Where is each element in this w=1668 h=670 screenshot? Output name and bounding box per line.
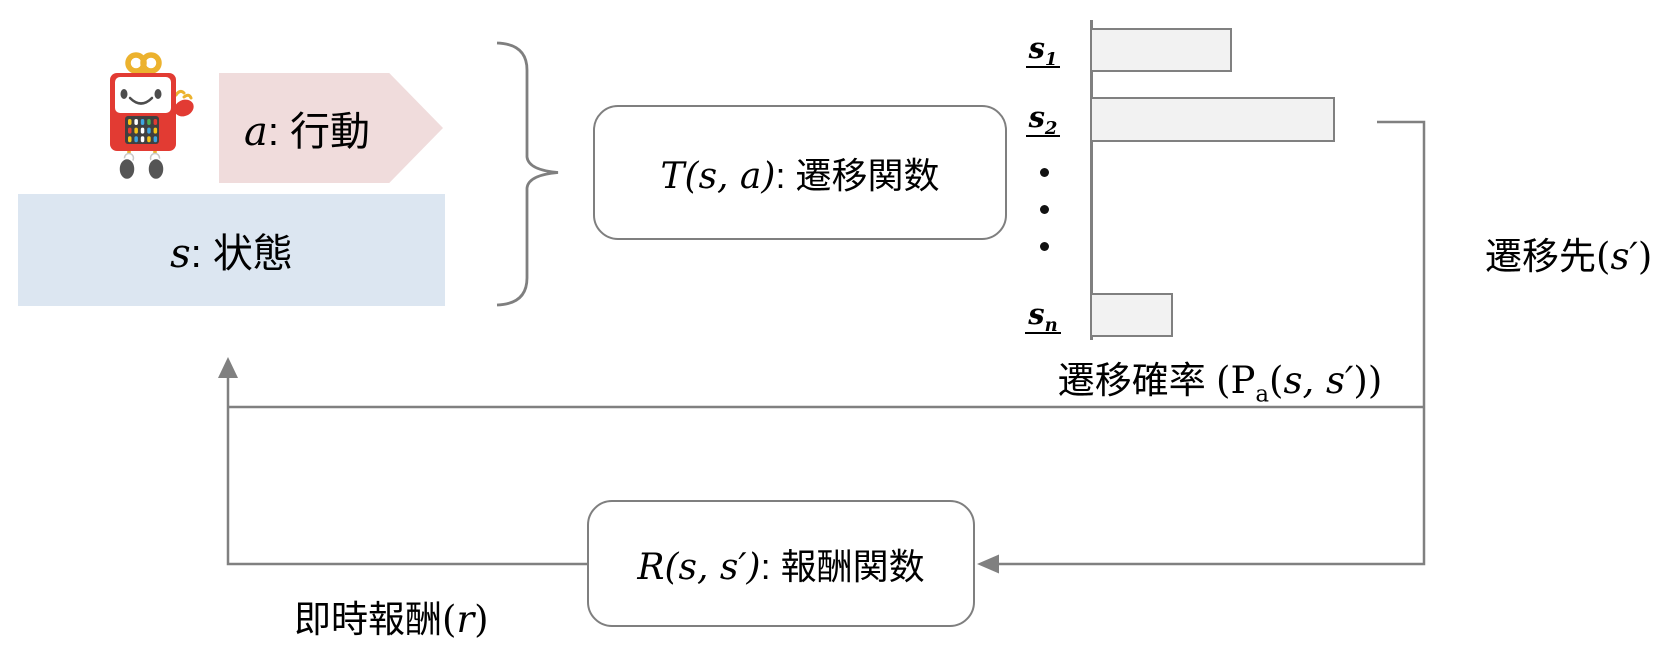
bar-chart-axis	[1090, 20, 1093, 340]
state-label: s: 状態	[170, 231, 293, 277]
curly-brace	[496, 41, 559, 307]
transition-destination-line	[999, 120, 1426, 566]
bar-label-s1: s1	[1020, 31, 1066, 70]
action-arrow: a: 行動	[219, 73, 443, 183]
vertical-ellipsis-dot	[1040, 168, 1049, 177]
transition-function-label: T(s, a): 遷移関数	[660, 154, 940, 197]
bar-label-s2: s2	[1020, 100, 1066, 139]
probability-bar-sn	[1090, 293, 1173, 337]
probability-bar-s2	[1090, 97, 1335, 142]
transition-probability-label: 遷移確率 (Pa(s, s′))	[1057, 359, 1383, 408]
robot-agent-icon	[110, 52, 194, 180]
reward-feedback-line	[226, 377, 587, 566]
vertical-ellipsis-dot	[1040, 242, 1049, 251]
reward-function-label: R(s, s′): 報酬関数	[637, 545, 925, 588]
action-label: a: 行動	[243, 109, 371, 155]
bar-label-sn: sn	[1020, 297, 1066, 336]
immediate-reward-label: 即時報酬(r)	[294, 598, 489, 641]
transition-destination-label: 遷移先(s′)	[1485, 235, 1653, 278]
probability-bar-s1	[1090, 28, 1232, 72]
reward-function-box: R(s, s′): 報酬関数	[587, 500, 975, 627]
robot-buttons	[128, 119, 158, 143]
transition-function-box: T(s, a): 遷移関数	[593, 105, 1007, 240]
arrowhead-into-reward-box	[977, 554, 999, 574]
arrowhead-up-to-state	[218, 357, 238, 378]
vertical-ellipsis-dot	[1040, 205, 1049, 214]
state-box: s: 状態	[18, 194, 445, 306]
